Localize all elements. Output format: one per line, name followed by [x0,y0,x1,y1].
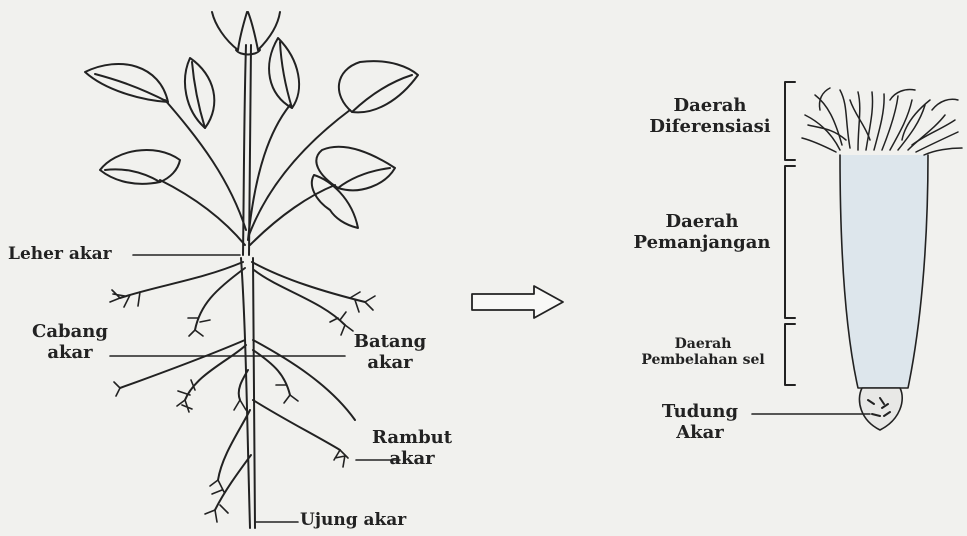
label-leher-akar: Leher akar [8,245,112,265]
label-rambut-akar-line1: Rambut [372,428,452,449]
label-batang-akar-line1: Batang [350,332,430,353]
label-pembelahan-line1: Daerah [626,336,780,352]
region-brackets [785,82,795,385]
root-hairs [110,290,375,522]
label-pemanjangan-line1: Daerah [624,212,780,233]
label-rambut-akar: Rambut akar [372,428,452,469]
label-batang-akar-line2: akar [350,353,430,374]
label-diferensiasi-line1: Daerah [640,96,780,117]
label-pembelahan-line2: Pembelahan sel [626,352,780,368]
label-cabang-akar-line2: akar [30,343,110,364]
label-cabang-akar-line1: Cabang [30,322,110,343]
label-rambut-akar-line2: akar [372,449,452,470]
taproot [241,258,255,528]
label-daerah-diferensiasi: Daerah Diferensiasi [640,96,780,137]
label-pemanjangan-line2: Pemanjangan [624,233,780,254]
arrow-right-icon [472,286,563,318]
label-daerah-pemanjangan: Daerah Pemanjangan [624,212,780,253]
root-tip [840,155,928,430]
label-ujung-akar: Ujung akar [300,511,406,531]
label-daerah-pembelahan: Daerah Pembelahan sel [626,336,780,368]
label-batang-akar: Batang akar [350,332,430,373]
label-tudung-akar: Tudung Akar [650,402,750,443]
label-diferensiasi-line2: Diferensiasi [640,117,780,138]
label-tudung-line2: Akar [650,423,750,444]
root-tip-hairs [802,88,962,155]
label-cabang-akar: Cabang akar [30,322,110,363]
label-tudung-line1: Tudung [650,402,750,423]
